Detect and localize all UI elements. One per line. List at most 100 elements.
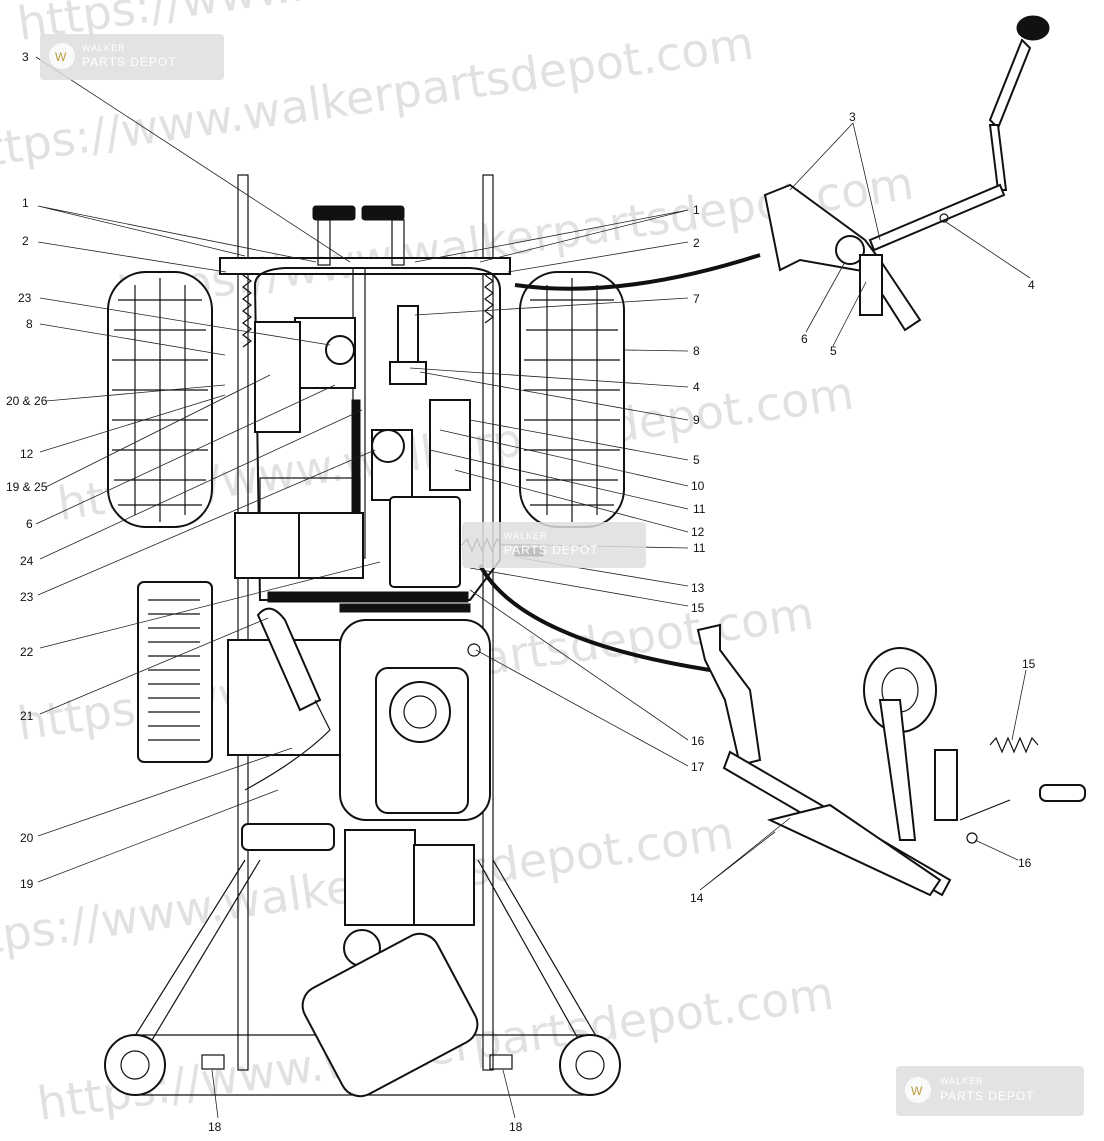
right-rail [482,174,494,1071]
drive-components [234,253,761,672]
a-frame-legs [119,859,611,1061]
callout-2-right: 2 [693,236,700,250]
crankcase [344,829,416,926]
control-cable-lower [478,564,711,672]
upright-plate [934,749,958,821]
callout-18-left: 18 [208,1120,222,1134]
callout-14-detail: 14 [690,891,704,905]
logo-watermark-top: W WALKER PARTS DEPOT [40,34,224,80]
roller-left [104,1034,166,1096]
battery [234,512,300,579]
a-frame-legs-inner [139,859,591,1061]
lever-upper [988,38,1032,130]
callout-22: 22 [20,645,34,659]
roller-left-hub [120,1050,150,1080]
lever-plate [859,254,883,316]
pulley-strut [878,699,917,841]
roller-right-hub [575,1050,605,1080]
gearbox-side [254,321,301,433]
idler-spring [989,736,1039,754]
air-intake [256,607,322,712]
wheel-left-tread [112,278,208,522]
callout-3-detail: 3 [849,110,856,124]
grip-right [361,205,405,221]
idler-mount-bracket [696,623,762,767]
roller-right [559,1034,621,1096]
logo-line2-mid: PARTS DEPOT [504,543,599,557]
fuel-fitting [467,643,481,657]
spring-right [484,274,494,324]
callout-4-detail: 4 [1028,278,1035,292]
callout-15-detail: 15 [1022,657,1036,671]
grip-post-right [391,219,405,266]
logo-box-bottom [896,1066,1084,1116]
bracket-right [429,399,471,491]
callout-5-mid: 5 [693,453,700,467]
callout-18-right: 18 [509,1120,523,1134]
callout-23-lower: 23 [20,590,34,604]
detail-idler-assembly [696,623,1086,897]
logo-line2-bottom: PARTS DEPOT [940,1089,1035,1103]
spring-rod [959,799,1011,821]
callout-3-top: 3 [22,50,29,64]
callout-11-a: 11 [693,502,706,516]
engine-side [413,844,475,926]
logo-watermark-bottom: W WALKER PARTS DEPOT [896,1066,1084,1116]
callout-labels: 3 1 2 23 8 20 & 26 12 19 & 25 6 24 23 22… [6,50,1036,1134]
deck-belt-lower [339,603,471,613]
logo-glyph-bottom: W [911,1084,923,1098]
callout-6-left: 6 [26,517,33,531]
detail-lever-assembly [763,15,1050,332]
callout-6-detail: 6 [801,332,808,346]
grip-post-left [317,219,331,266]
hydro-unit [389,496,461,588]
leader-lines [35,56,1031,1119]
callout-15-mid: 15 [691,601,705,615]
muffler-guard [137,581,213,763]
oil-filter-housing [301,932,479,1098]
fuel-cap-center [403,695,437,729]
idler-arm-lower [767,803,942,897]
pulley-mid [371,429,405,463]
frame [104,174,621,1096]
callout-12-left: 12 [20,447,34,461]
lever-knob [1016,15,1050,41]
logo-watermark-mid: WALKER PARTS DEPOT [462,522,646,568]
callout-4-mid: 4 [693,380,700,394]
logo-glyph-top: W [55,50,67,64]
pulley-upper [325,335,355,365]
left-rail [237,174,249,1071]
engine [137,581,491,1098]
callout-2-left: 2 [22,234,29,248]
logo-line1-bottom: WALKER [940,1076,984,1086]
deck-belt-upper [267,591,469,603]
adjust-bolt [966,832,978,844]
callout-12-right: 12 [691,525,705,539]
callout-5-detail: 5 [830,344,837,358]
callout-23-left: 23 [18,291,32,305]
wheel-right-tread [524,278,620,522]
throttle-cable [244,699,331,791]
coupler [389,361,427,385]
logo-line1-top: WALKER [82,43,126,53]
callout-1-right: 1 [693,203,700,217]
callout-13: 13 [691,581,705,595]
lever-shaft [868,183,1006,252]
callout-8-left: 8 [26,317,33,331]
logo-box-mid [462,522,646,568]
control-cable-upper [514,253,761,291]
callout-9: 9 [693,413,700,427]
callout-7: 7 [693,292,700,306]
clamp-right [489,1054,513,1070]
callout-19-lower: 19 [20,877,34,891]
logo-line1-mid: WALKER [504,531,548,541]
lever-pivot [835,235,865,265]
callout-20-26: 20 & 26 [6,394,48,408]
callout-16-mid: 16 [691,734,705,748]
callout-21: 21 [20,709,34,723]
wheels [107,271,625,528]
logo-badge-top [49,43,75,69]
logo-badge-bottom [905,1077,931,1103]
callout-8-right: 8 [693,344,700,358]
